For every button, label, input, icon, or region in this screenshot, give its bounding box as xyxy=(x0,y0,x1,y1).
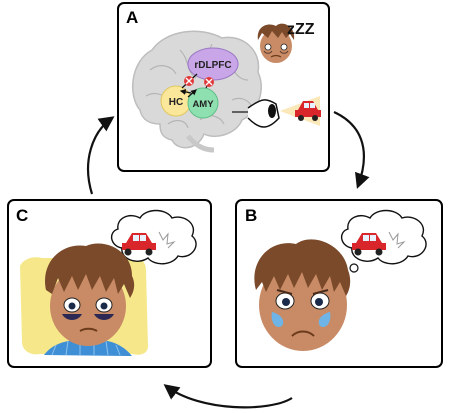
cycle-arrow-c-to-a xyxy=(87,116,115,195)
dark-circle-left xyxy=(62,314,82,320)
panel-a: A rDLPFC HC AMY xyxy=(117,2,330,172)
inhibition-marker-left xyxy=(184,76,194,86)
panel-c-letter: C xyxy=(16,206,28,225)
tear-left xyxy=(271,312,284,328)
tear-right xyxy=(318,312,331,328)
tired-face xyxy=(45,243,135,346)
panel-c: C xyxy=(7,199,212,368)
cycle-arrow-b-to-c xyxy=(163,384,293,409)
thought-bubble-icon xyxy=(341,209,427,281)
hc-region: HC xyxy=(160,85,192,117)
cycle-arrow-a-to-b xyxy=(333,111,370,189)
sleep-symbol: zZZ xyxy=(287,21,315,38)
hc-label: HC xyxy=(169,97,183,108)
panel-b-letter: B xyxy=(245,206,257,225)
car-icon xyxy=(352,231,406,256)
car-icon xyxy=(295,101,321,121)
sleepy-face xyxy=(257,23,295,63)
car-icon xyxy=(122,231,176,256)
panel-b: B xyxy=(235,199,443,368)
panel-a-letter: A xyxy=(126,8,138,27)
rdlpfc-label: rDLPFC xyxy=(194,60,231,71)
inhibition-marker-right xyxy=(204,77,214,87)
eye-icon xyxy=(232,99,280,128)
crying-face xyxy=(254,239,351,351)
amy-region: AMY xyxy=(187,87,219,119)
dark-circle-right xyxy=(94,314,114,320)
amy-label: AMY xyxy=(192,99,214,110)
